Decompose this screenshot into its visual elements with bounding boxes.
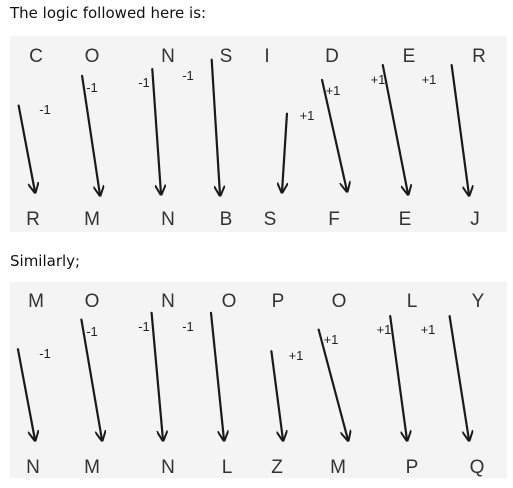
mapping-ex2-left: M O N O N M N L -1 -1 -1 -1 <box>16 291 237 478</box>
operation-label-2: +1 <box>326 83 341 98</box>
arrow-line-4 <box>209 311 224 440</box>
operation-label-2: -1 <box>86 324 98 339</box>
bottom-letter-4: L <box>222 457 233 478</box>
top-letter-2: O <box>332 291 347 312</box>
arrow-line-3 <box>381 63 408 194</box>
arrow-line-2 <box>80 74 100 195</box>
bottom-letter-2: M <box>84 457 100 478</box>
bottom-letter-1: S <box>264 209 277 230</box>
bottom-letter-3: E <box>399 209 412 230</box>
arrow-line-1 <box>17 104 35 192</box>
arrow-line-2 <box>80 318 102 440</box>
arrow-line-2 <box>320 78 347 191</box>
top-letter-2: O <box>85 46 100 67</box>
operation-label-4: +1 <box>422 72 437 87</box>
intro-text: The logic followed here is: <box>10 4 207 22</box>
bottom-letter-3: P <box>406 457 419 478</box>
top-letter-3: N <box>161 46 175 67</box>
operation-label-1: -1 <box>39 102 51 117</box>
bottom-letter-2: F <box>328 209 340 230</box>
operation-label-2: +1 <box>324 332 339 347</box>
bottom-letter-3: N <box>161 457 175 478</box>
arrow-line-3 <box>389 315 407 440</box>
arrow-line-2 <box>317 328 348 440</box>
bottom-letter-4: B <box>220 209 233 230</box>
top-letter-4: O <box>222 291 237 312</box>
bottom-letter-1: R <box>26 209 40 230</box>
arrow-line-3 <box>151 68 161 194</box>
bottom-letter-4: J <box>470 209 480 230</box>
top-letter-3: N <box>161 291 175 312</box>
arrow-line-4 <box>448 315 469 440</box>
mapping-ex1-left: C O N S R M N B -1 -1 -1 -1 <box>17 46 233 230</box>
arrow-line-1 <box>270 350 283 440</box>
operation-label-2: -1 <box>86 80 98 95</box>
top-letter-1: C <box>29 46 43 67</box>
arrow-line-4 <box>450 63 469 195</box>
operation-label-3: +1 <box>371 72 386 87</box>
top-letter-2: O <box>85 291 100 312</box>
bottom-letter-4: Q <box>470 457 485 478</box>
operation-label-1: +1 <box>300 108 315 123</box>
mapping-ex2-right: P O L Y Z M P Q +1 +1 +1 +1 <box>270 291 485 478</box>
operation-label-3: -1 <box>138 319 150 334</box>
top-letter-2: D <box>325 46 339 67</box>
top-letter-4: Y <box>472 291 485 312</box>
top-letter-3: E <box>403 46 416 67</box>
operation-label-4: +1 <box>421 322 436 337</box>
top-letter-1: P <box>272 291 285 312</box>
operation-label-4: -1 <box>182 68 194 83</box>
bottom-letter-1: Z <box>271 457 283 478</box>
top-letter-3: L <box>407 291 418 312</box>
top-letter-4: R <box>472 46 486 67</box>
bottom-letter-1: N <box>26 457 40 478</box>
arrow-line-4 <box>210 58 220 195</box>
operation-label-1: -1 <box>39 346 51 361</box>
mapping-ex1-right: I D E R S F E J +1 +1 +1 +1 <box>264 46 486 230</box>
top-letter-4: S <box>220 46 233 67</box>
arrow-line-3 <box>150 311 163 440</box>
arrow-line-1 <box>282 112 287 192</box>
bottom-letter-2: M <box>330 457 346 478</box>
bottom-letter-2: M <box>84 209 100 230</box>
top-letter-1: I <box>264 46 269 67</box>
top-letter-1: M <box>28 291 44 312</box>
arrow-line-1 <box>16 348 35 440</box>
operation-label-4: -1 <box>182 319 194 334</box>
similarly-text: Similarly; <box>10 252 81 270</box>
bottom-letter-3: N <box>161 209 175 230</box>
example-panel-1 <box>10 36 507 232</box>
operation-label-1: +1 <box>289 348 304 363</box>
operation-label-3: +1 <box>377 322 392 337</box>
operation-label-3: -1 <box>138 75 150 90</box>
